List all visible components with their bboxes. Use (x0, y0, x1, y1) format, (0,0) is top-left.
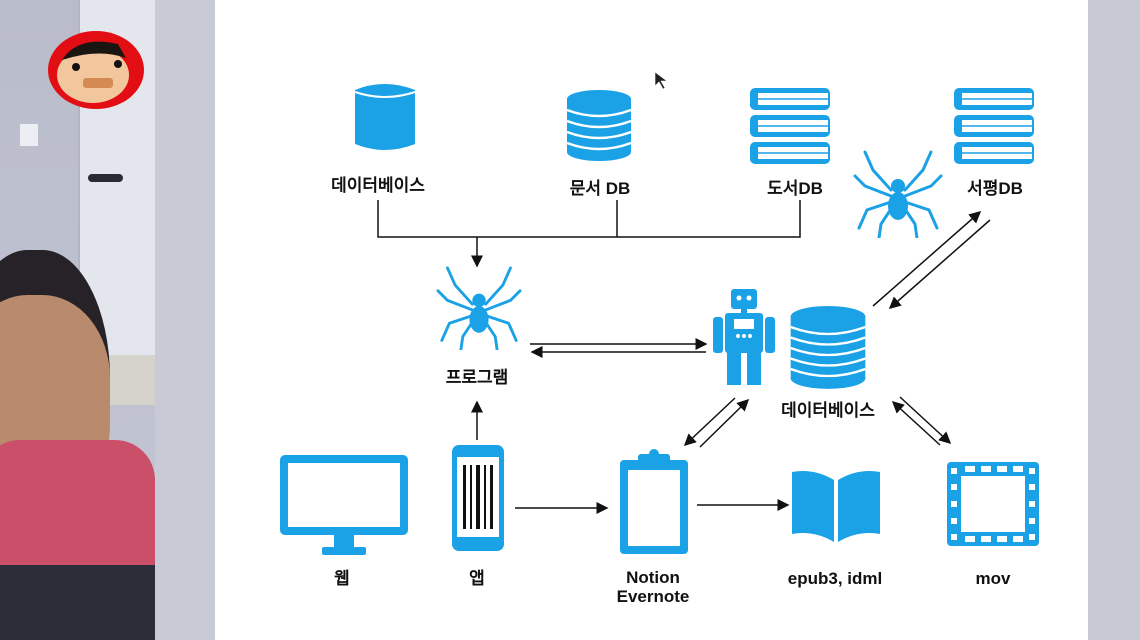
label-web: 웹 (334, 569, 350, 588)
door-handle (88, 174, 123, 182)
label-database: 데이터베이스 (331, 176, 425, 195)
label-epub-idml: epub3, idml (787, 569, 883, 588)
mouse-cursor-icon (654, 71, 668, 90)
open-book-icon (792, 471, 880, 542)
database-stack-icon (790, 306, 866, 389)
label-document-db: 문서 DB (569, 179, 631, 198)
phone-icon (452, 445, 504, 551)
light-switch (20, 124, 38, 146)
monitor-icon (280, 455, 408, 555)
label-review-db: 서평DB (967, 179, 1023, 198)
robot-icon (713, 289, 775, 385)
label-book-db: 도서DB (767, 179, 823, 198)
spider-icon (853, 150, 943, 238)
clipboard-icon (620, 449, 688, 554)
frame-gap (155, 0, 215, 640)
label-program: 프로그램 (445, 368, 509, 387)
database-cylinder-icon (354, 84, 416, 150)
books-icon (954, 88, 1034, 164)
spider-icon (436, 266, 522, 350)
person-shirt (0, 440, 155, 580)
label-app: 앱 (469, 569, 485, 588)
frame-right (1088, 0, 1140, 640)
database-stack-icon (566, 90, 632, 161)
label-mov: mov (975, 569, 1011, 588)
webcam-video (0, 0, 155, 640)
monitor-edge (0, 565, 155, 640)
label-evernote: Evernote (616, 587, 690, 606)
books-icon (750, 88, 830, 164)
avatar-icon (48, 30, 145, 109)
film-icon (947, 462, 1039, 546)
label-central-database: 데이터베이스 (781, 401, 875, 420)
label-notion: Notion (626, 568, 680, 587)
